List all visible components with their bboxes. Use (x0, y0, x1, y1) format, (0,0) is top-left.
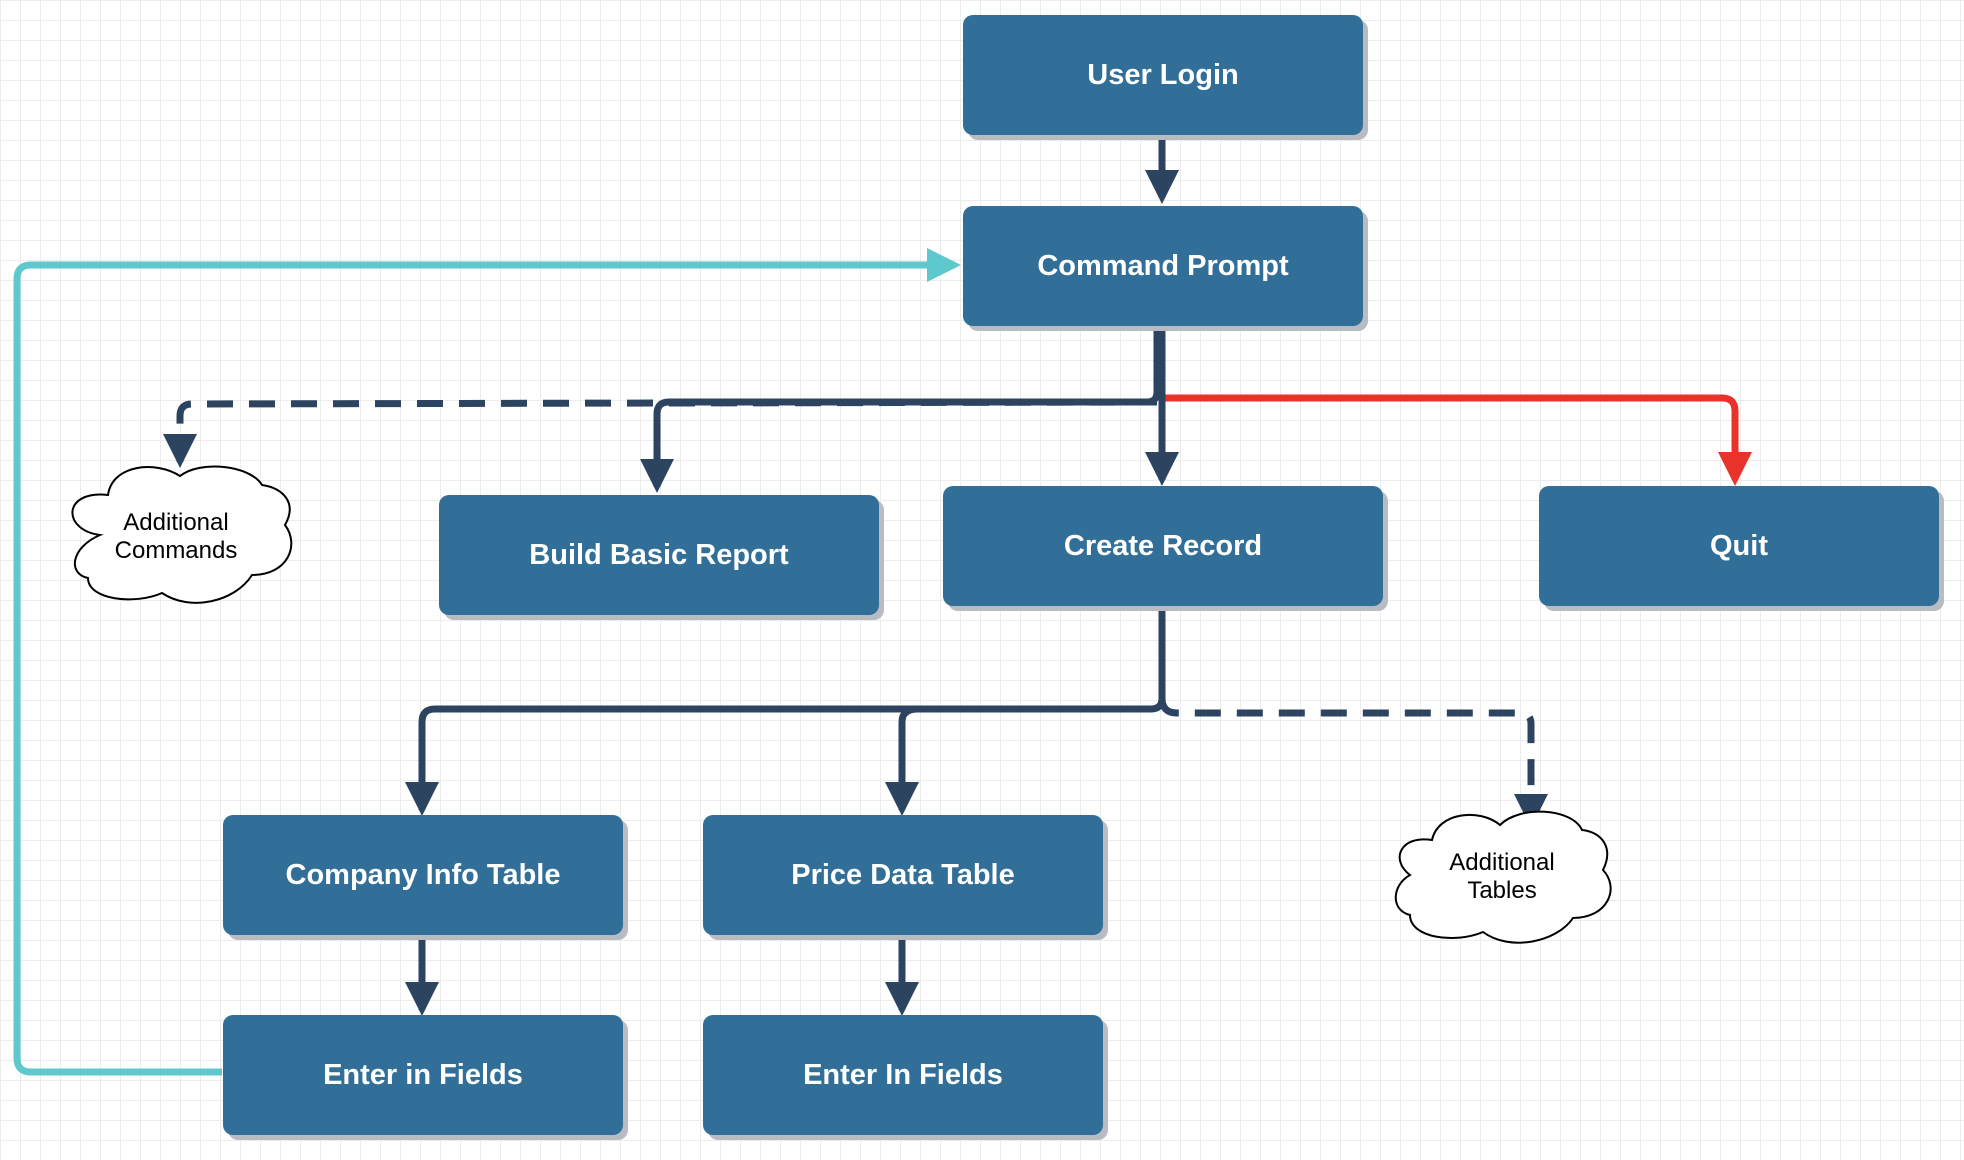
node-enter-in-fields-price[interactable]: Enter In Fields (703, 1015, 1103, 1135)
cloud-label-line-2: Commands (114, 537, 238, 564)
edge-loop-back-to-command (13, 248, 961, 1076)
node-price-data-table[interactable]: Price Data Table (703, 815, 1103, 935)
cloud-additional-commands[interactable]: Additional Commands (96, 505, 256, 569)
edge-create-to-additional-tables (1158, 697, 1548, 828)
node-label: Enter in Fields (323, 1058, 523, 1091)
node-quit[interactable]: Quit (1539, 486, 1939, 606)
cloud-additional-tables[interactable]: Additional Tables (1422, 845, 1582, 909)
node-label: Command Prompt (1037, 249, 1289, 282)
node-company-info-table[interactable]: Company Info Table (223, 815, 623, 935)
edge-command-to-report (640, 318, 1161, 493)
node-create-record[interactable]: Create Record (943, 486, 1383, 606)
node-label: Price Data Table (791, 858, 1015, 891)
node-build-basic-report[interactable]: Build Basic Report (439, 495, 879, 615)
node-label: Company Info Table (285, 858, 561, 891)
cloud-label-line-2: Tables (1467, 877, 1537, 904)
node-label: Quit (1710, 529, 1768, 562)
node-user-login[interactable]: User Login (963, 15, 1363, 135)
edge-create-to-price-data (885, 705, 919, 816)
node-label: User Login (1087, 58, 1239, 91)
node-enter-in-fields-company[interactable]: Enter in Fields (223, 1015, 623, 1135)
cloud-label-line-1: Additional (1449, 849, 1555, 876)
cloud-label-line-1: Additional (123, 509, 229, 536)
node-label: Build Basic Report (529, 538, 789, 571)
node-label: Enter In Fields (803, 1058, 1003, 1091)
node-command-prompt[interactable]: Command Prompt (963, 206, 1363, 326)
edge-create-to-company-info (405, 605, 1166, 816)
node-label: Create Record (1063, 529, 1263, 562)
edge-command-to-additional-commands (163, 398, 1158, 468)
cloud-additional-commands-shape (71, 465, 293, 604)
cloud-additional-tables-shape (1394, 810, 1612, 944)
edge-command-to-quit (1165, 394, 1752, 486)
